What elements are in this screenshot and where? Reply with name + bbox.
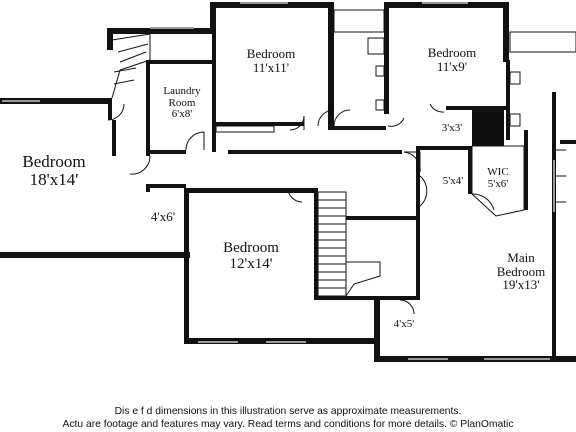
wall-segment xyxy=(146,60,214,64)
room-name: Bedroom xyxy=(223,240,279,256)
wall-segment xyxy=(416,150,420,300)
room-size: 3'x3' xyxy=(441,122,463,134)
wall-segment xyxy=(416,146,472,150)
wall-segment xyxy=(146,184,186,188)
wall-segment xyxy=(374,356,576,362)
room-size: 12'x14' xyxy=(229,255,273,272)
wall-segment xyxy=(506,60,510,140)
wall-segment xyxy=(146,184,150,192)
wall-segment xyxy=(184,188,314,193)
room-size: 4'x5' xyxy=(393,318,415,330)
door-swing xyxy=(387,117,405,127)
room-size: 11'x11' xyxy=(252,59,290,75)
bathtub xyxy=(333,9,385,33)
room-bedroom-top-right: Bedroom 11'x9' xyxy=(408,46,496,73)
wall-segment xyxy=(468,146,472,194)
walls xyxy=(0,2,576,362)
door-swing xyxy=(403,151,421,173)
room-size: 4'x6' xyxy=(150,209,176,224)
wall-segment xyxy=(112,120,116,156)
disclaimer-line-1: Dis e f d dimensions in this illustratio… xyxy=(114,406,462,417)
stairs-center xyxy=(317,191,347,297)
room-name: Main Bedroom xyxy=(496,250,546,279)
sink xyxy=(375,65,385,77)
room-size: 18'x14' xyxy=(29,169,79,189)
room-bedroom-top: Bedroom 11'x11' xyxy=(226,47,316,74)
door-swing xyxy=(107,103,125,121)
door-swing xyxy=(287,187,303,203)
disclaimer-line-2: Actu are footage and features may vary. … xyxy=(62,419,514,430)
room-hall-closet: 4'x6' xyxy=(140,210,186,224)
door-swing xyxy=(471,193,495,211)
wall-segment xyxy=(346,216,420,220)
sink xyxy=(375,99,385,111)
wall-segment xyxy=(386,2,508,8)
room-bath-closet: 4'x5' xyxy=(384,318,424,331)
wall-segment xyxy=(374,296,380,362)
door-swing xyxy=(129,155,151,175)
wall-segment xyxy=(314,296,420,300)
room-name: Laundry Room xyxy=(163,85,201,109)
wall-segment xyxy=(146,60,150,156)
wall-segment xyxy=(524,130,528,210)
room-size: 5'x6' xyxy=(487,177,509,190)
bathtub-right xyxy=(509,31,576,53)
room-name: Bedroom xyxy=(427,45,477,60)
door-swing xyxy=(419,175,428,207)
room-size: 11'x9' xyxy=(436,58,468,74)
wall-segment xyxy=(212,34,216,152)
room-bedroom-center: Bedroom 12'x14' xyxy=(196,240,306,273)
wall-segment xyxy=(503,2,509,62)
closet-fill xyxy=(472,106,504,146)
room-name: WIC xyxy=(487,166,509,178)
wall-segment xyxy=(107,28,216,34)
wall-segment xyxy=(107,28,113,50)
stair-treads xyxy=(113,43,149,85)
wall-segment xyxy=(0,98,112,104)
wall-segment xyxy=(108,98,112,120)
wall-segment xyxy=(210,2,330,8)
wall-segment xyxy=(328,2,334,130)
door-swing xyxy=(289,115,305,131)
stairs-top-left xyxy=(111,33,151,99)
room-name: Bedroom xyxy=(22,152,86,171)
door-swing xyxy=(317,109,351,127)
wall-segment xyxy=(314,188,318,300)
door-swing xyxy=(399,299,415,315)
toilet xyxy=(367,37,385,55)
room-size: 5'x4' xyxy=(442,175,464,187)
wall-segment xyxy=(210,2,216,34)
room-bedroom-left: Bedroom 18'x14' xyxy=(4,153,104,189)
wall-segment xyxy=(146,150,186,154)
wic-outline xyxy=(471,145,525,217)
room-size: 6'x8' xyxy=(171,108,193,121)
closet-rail xyxy=(215,125,275,133)
wall-segment xyxy=(0,252,190,258)
fixtures xyxy=(107,9,576,315)
room-laundry: Laundry Room 6'x8' xyxy=(152,85,212,121)
stair-treads xyxy=(318,199,346,289)
door-swing xyxy=(429,103,445,113)
wall-segment xyxy=(446,106,506,110)
room-main-bedroom: Main Bedroom 19'x13' xyxy=(476,251,566,292)
room-wic: WIC 5'x6' xyxy=(478,166,518,190)
stair-landing xyxy=(345,261,381,297)
room-closet-mid: 5'x4' xyxy=(434,175,472,188)
room-closet-small: 3'x3' xyxy=(434,122,470,135)
sink-right xyxy=(509,113,521,127)
wall-segment xyxy=(228,150,402,154)
room-size: 19'x13' xyxy=(502,277,540,293)
wall-segment xyxy=(552,92,556,356)
wall-segment xyxy=(184,188,189,344)
windows xyxy=(2,2,555,360)
wall-segment xyxy=(330,126,386,130)
wall-segment xyxy=(212,122,304,126)
wall-segment xyxy=(384,2,389,114)
sink-right xyxy=(509,71,521,85)
wall-segment xyxy=(560,140,576,144)
door-swing xyxy=(185,131,205,151)
room-name: Bedroom xyxy=(246,46,296,61)
